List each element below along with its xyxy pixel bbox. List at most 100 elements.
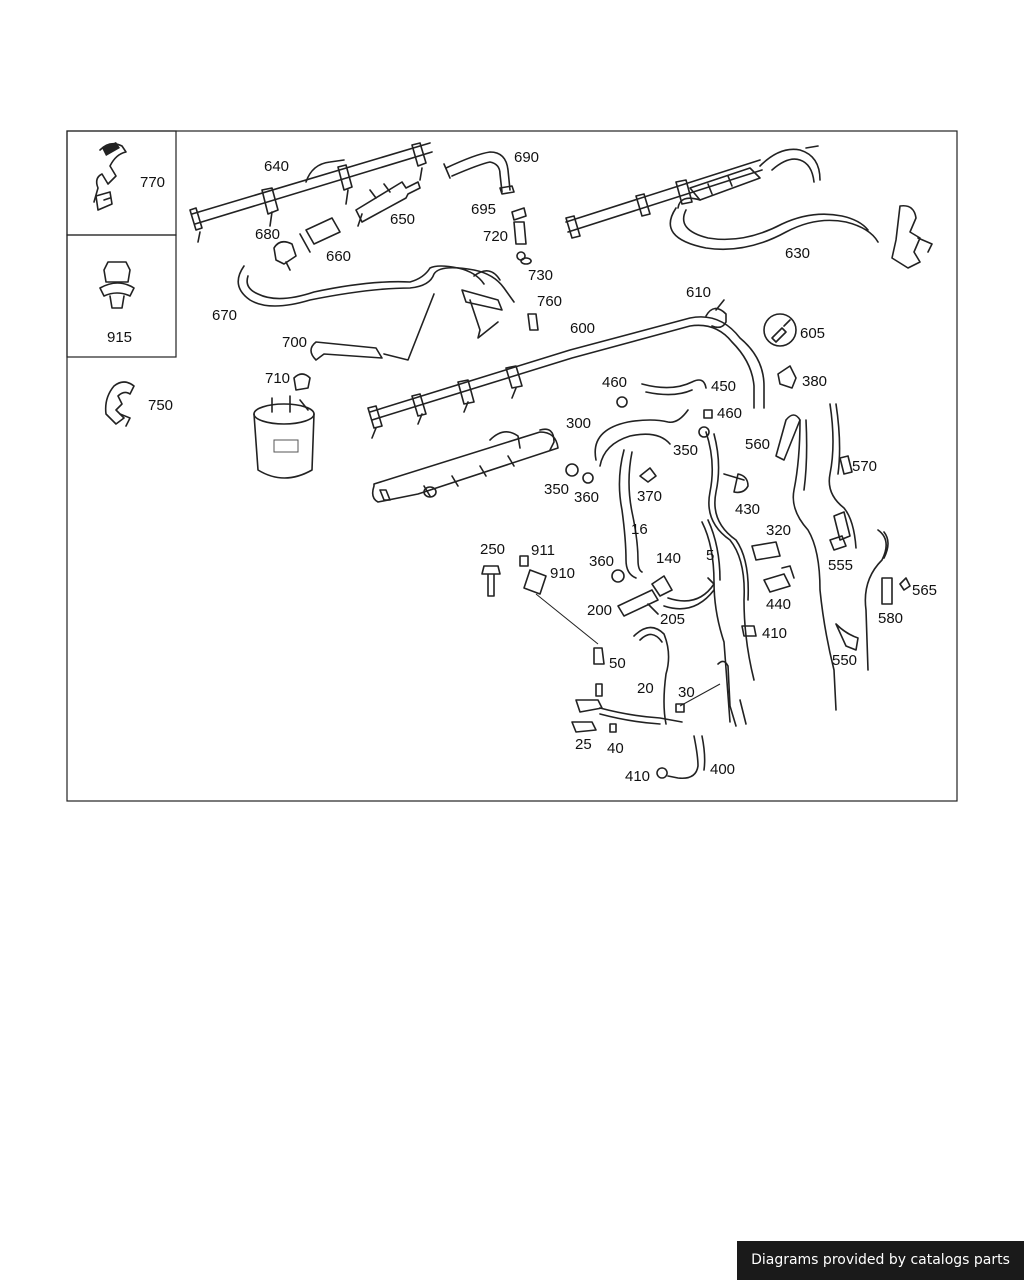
callout-450[interactable]: 450 xyxy=(711,378,736,395)
callout-140[interactable]: 140 xyxy=(656,550,681,567)
callout-760[interactable]: 760 xyxy=(537,293,562,310)
part-690-hose[interactable] xyxy=(443,151,515,195)
part-25-bracket[interactable] xyxy=(571,683,683,733)
callout-400[interactable]: 400 xyxy=(710,761,735,778)
part-400-hose[interactable] xyxy=(656,735,706,780)
callout-610[interactable]: 610 xyxy=(686,284,711,301)
part-770-clip[interactable] xyxy=(93,142,127,211)
callout-50[interactable]: 50 xyxy=(609,655,626,672)
part-680-clip[interactable] xyxy=(273,240,297,271)
callout-410b[interactable]: 410 xyxy=(625,768,650,785)
part-450-hose[interactable] xyxy=(641,379,707,396)
callout-40[interactable]: 40 xyxy=(607,740,624,757)
part-915-plug[interactable] xyxy=(99,261,135,309)
part-570-hose[interactable] xyxy=(828,403,857,549)
inset-box-915 xyxy=(66,234,177,358)
part-710-clip[interactable] xyxy=(293,373,311,391)
part-670-hose[interactable] xyxy=(237,265,515,339)
callout-580[interactable]: 580 xyxy=(878,610,903,627)
part-630-rail[interactable] xyxy=(565,145,933,269)
part-650-valve[interactable] xyxy=(355,181,421,227)
callout-350a[interactable]: 350 xyxy=(673,442,698,459)
part-410-clip[interactable] xyxy=(741,625,757,637)
part-640-rail[interactable] xyxy=(189,142,433,243)
callout-660[interactable]: 660 xyxy=(326,248,351,265)
callout-200[interactable]: 200 xyxy=(587,602,612,619)
callout-670[interactable]: 670 xyxy=(212,307,237,324)
part-440-fitting[interactable] xyxy=(763,565,795,593)
part-460-washer[interactable] xyxy=(616,396,713,419)
part-580-fitting[interactable] xyxy=(881,577,911,605)
part-700-hose[interactable] xyxy=(310,293,435,361)
callout-555[interactable]: 555 xyxy=(828,557,853,574)
part-16-hose[interactable] xyxy=(618,449,643,579)
callout-730[interactable]: 730 xyxy=(528,267,553,284)
callout-690[interactable]: 690 xyxy=(514,149,539,166)
fuel-filter[interactable] xyxy=(253,395,315,479)
callout-25[interactable]: 25 xyxy=(575,736,592,753)
callout-600[interactable]: 600 xyxy=(570,320,595,337)
callout-550[interactable]: 550 xyxy=(832,652,857,669)
part-lines-right[interactable] xyxy=(717,660,747,727)
callout-360a[interactable]: 360 xyxy=(574,489,599,506)
callout-370[interactable]: 370 xyxy=(637,488,662,505)
part-910-sensor[interactable] xyxy=(519,555,599,645)
callout-360b[interactable]: 360 xyxy=(589,553,614,570)
part-760-clip[interactable] xyxy=(527,313,539,331)
callout-640[interactable]: 640 xyxy=(264,158,289,175)
callout-910[interactable]: 910 xyxy=(550,565,575,582)
callout-300[interactable]: 300 xyxy=(566,415,591,432)
part-600-main-rail[interactable] xyxy=(367,316,765,439)
part-610-clip[interactable] xyxy=(705,299,727,329)
callout-915[interactable]: 915 xyxy=(107,329,132,346)
callout-5[interactable]: 5 xyxy=(706,547,714,564)
part-30-line[interactable] xyxy=(675,683,721,713)
part-350-ring[interactable] xyxy=(565,426,710,583)
part-20-hose[interactable] xyxy=(633,626,670,725)
callout-560[interactable]: 560 xyxy=(745,436,770,453)
part-370-clip[interactable] xyxy=(639,467,657,483)
callout-565[interactable]: 565 xyxy=(912,582,937,599)
callout-440[interactable]: 440 xyxy=(766,596,791,613)
callout-460b[interactable]: 460 xyxy=(717,405,742,422)
callout-720[interactable]: 720 xyxy=(483,228,508,245)
part-380-clip[interactable] xyxy=(777,365,797,389)
part-300-hose[interactable] xyxy=(594,409,689,467)
callout-710[interactable]: 710 xyxy=(265,370,290,387)
callout-650[interactable]: 650 xyxy=(390,211,415,228)
callout-380[interactable]: 380 xyxy=(802,373,827,390)
callout-750[interactable]: 750 xyxy=(148,397,173,414)
part-250-bolt[interactable] xyxy=(481,565,501,597)
callout-410a[interactable]: 410 xyxy=(762,625,787,642)
part-550-tube[interactable] xyxy=(835,529,889,671)
callout-770[interactable]: 770 xyxy=(140,174,165,191)
callout-460a[interactable]: 460 xyxy=(602,374,627,391)
part-430-bolt[interactable] xyxy=(723,473,749,494)
part-200-hose[interactable] xyxy=(617,575,715,617)
callout-430[interactable]: 430 xyxy=(735,501,760,518)
callout-695[interactable]: 695 xyxy=(471,201,496,218)
part-560-hose[interactable] xyxy=(775,414,837,711)
callout-320[interactable]: 320 xyxy=(766,522,791,539)
callout-605[interactable]: 605 xyxy=(800,325,825,342)
callout-20[interactable]: 20 xyxy=(637,680,654,697)
part-5-pipe[interactable] xyxy=(701,431,755,723)
fuel-rail-lower[interactable] xyxy=(371,428,559,503)
callout-911[interactable]: 911 xyxy=(531,542,555,559)
part-660-sleeve[interactable] xyxy=(299,217,341,253)
part-50-sensor[interactable] xyxy=(593,647,605,665)
part-720-fitting[interactable] xyxy=(511,207,532,265)
callout-700[interactable]: 700 xyxy=(282,334,307,351)
callout-250[interactable]: 250 xyxy=(480,541,505,558)
part-750-clip[interactable] xyxy=(104,381,135,427)
callout-16[interactable]: 16 xyxy=(631,521,648,538)
part-320-bracket[interactable] xyxy=(751,541,781,561)
part-555-clip[interactable] xyxy=(829,511,851,551)
part-605-wrench-icon[interactable] xyxy=(763,313,797,347)
callout-630[interactable]: 630 xyxy=(785,245,810,262)
callout-30[interactable]: 30 xyxy=(678,684,695,701)
callout-570[interactable]: 570 xyxy=(852,458,877,475)
callout-680[interactable]: 680 xyxy=(255,226,280,243)
callout-350b[interactable]: 350 xyxy=(544,481,569,498)
callout-205[interactable]: 205 xyxy=(660,611,685,628)
